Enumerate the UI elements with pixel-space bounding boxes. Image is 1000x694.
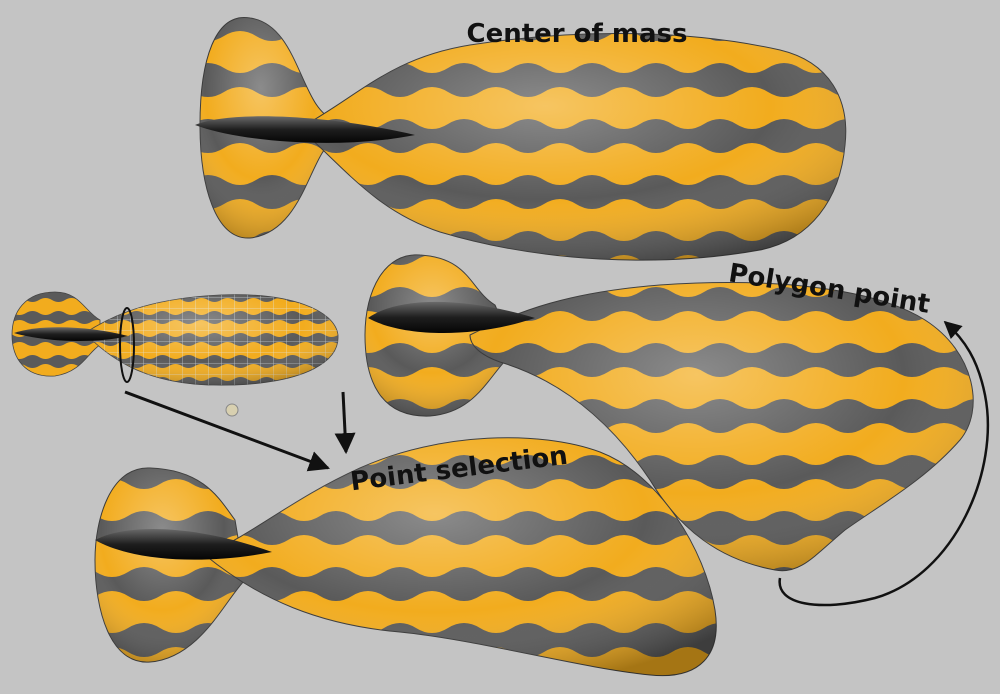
- selection-ring: [119, 307, 135, 383]
- body-shade: [205, 437, 717, 676]
- small-body-shade: [85, 294, 339, 386]
- fish-polygon-point: Polygon point: [364, 254, 990, 607]
- body-shade: [470, 282, 974, 571]
- arrow-down: [334, 391, 356, 455]
- fish-center-of-mass: Center of mass: [195, 17, 847, 261]
- tail-fin-shade: [365, 254, 515, 417]
- body-shade: [300, 33, 846, 261]
- label-center-of-mass: Center of mass: [467, 19, 688, 49]
- side-fin: [95, 528, 272, 560]
- arrow-to-point-selection: [124, 390, 330, 472]
- small-side-fin: [14, 327, 128, 342]
- fish-point-selection: Point selection: [94, 437, 717, 677]
- fish-wireframe-original: [11, 291, 339, 417]
- curved-arrow-polygon-point: [778, 320, 990, 607]
- side-fin: [195, 116, 415, 143]
- side-fin: [368, 301, 535, 334]
- tail-fin-shade: [95, 467, 245, 663]
- pivot-handle: [225, 403, 239, 417]
